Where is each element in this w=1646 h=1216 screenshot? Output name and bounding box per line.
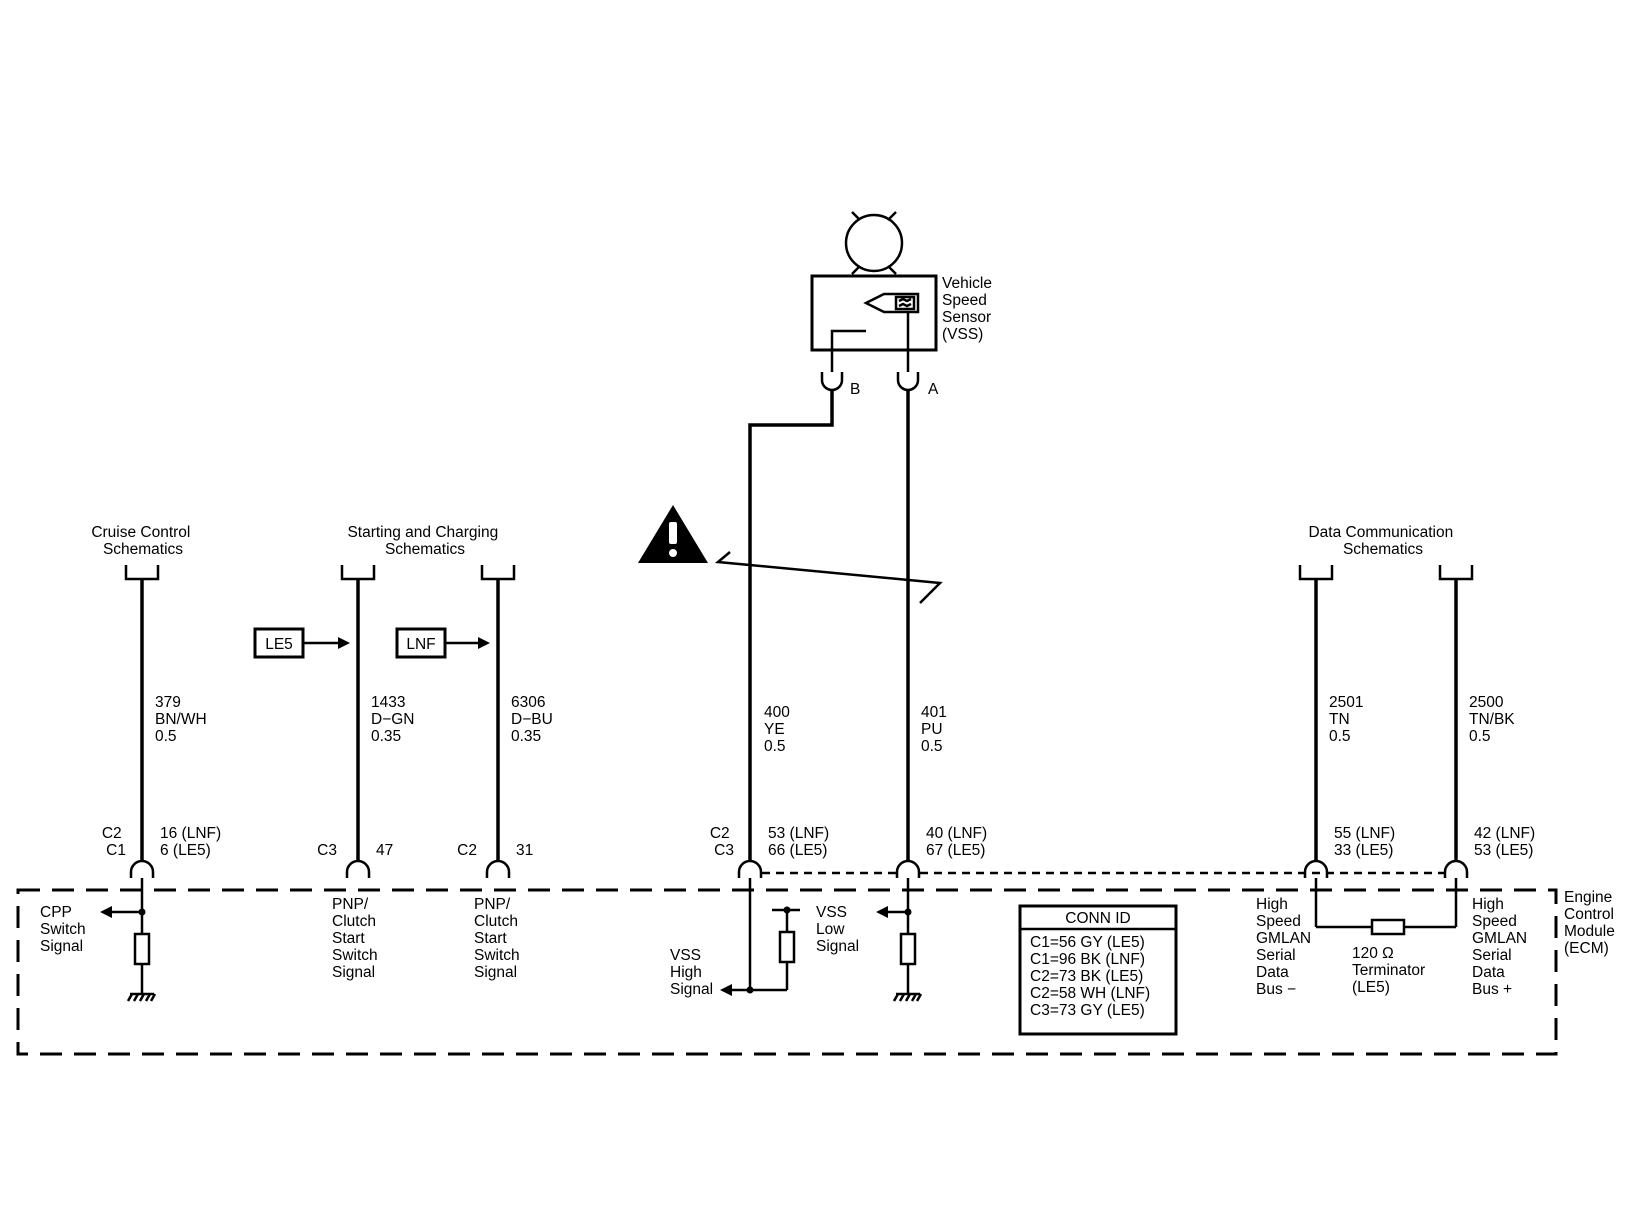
conn-id-table — [1018, 904, 1178, 1036]
vss-pin-a-label: A — [928, 381, 939, 398]
arrow-right-icon — [478, 637, 490, 649]
ref-bracket — [1298, 565, 1334, 581]
pnp-signal-label-1: PNP/ Clutch Start Switch Signal — [332, 896, 382, 981]
ref-data-communication: Data Communication Schematics — [1308, 524, 1457, 558]
ref-bracket — [1438, 565, 1474, 581]
wire-379-label: 379 BN/WH 0.5 — [155, 694, 211, 745]
wire-401-label: 401 PU 0.5 — [921, 704, 951, 755]
wire-400 — [748, 390, 834, 862]
vss-low-internal-circuit — [876, 878, 917, 994]
pnp1-pin: 47 — [376, 842, 393, 859]
wire-400-label: 400 YE 0.5 — [764, 704, 794, 755]
cpp-internal-circuit — [100, 878, 151, 994]
wire-6306-label: 6306 D−BU 0.35 — [511, 694, 557, 745]
gmlan-terminator-circuit — [1314, 878, 1458, 936]
bus-plus-pins: 42 (LNF) 53 (LE5) — [1474, 825, 1539, 859]
bus-minus-pins: 55 (LNF) 33 (LE5) — [1334, 825, 1399, 859]
option-le5: LE5 — [265, 636, 293, 653]
vss-pin-b-terminal — [820, 372, 844, 392]
pnp1-connector: C3 — [317, 842, 337, 859]
vss-high-internal-circuit — [720, 878, 800, 996]
vss-pin-a-terminal — [896, 372, 920, 392]
option-lnf-box — [395, 627, 447, 659]
cpp-pins: 16 (LNF) 6 (LE5) — [160, 825, 225, 859]
vss-element-icon — [830, 292, 920, 372]
pnp2-connector: C2 — [457, 842, 477, 859]
wire-2501-label: 2501 TN 0.5 — [1329, 694, 1368, 745]
ground-icon — [126, 992, 157, 1002]
terminator-label: 120 Ω Terminator (LE5) — [1352, 945, 1430, 996]
vss-high-connector: C2 C3 — [710, 825, 734, 859]
ecm-terminals — [129, 859, 1469, 878]
vss-name: Vehicle Speed Sensor (VSS) — [942, 275, 996, 343]
ground-icon — [892, 992, 923, 1002]
ecm-name: Engine Control Module (ECM) — [1564, 889, 1619, 957]
ecm-boundary — [16, 888, 1558, 1056]
vss-pin-b-label: B — [850, 381, 860, 398]
ref-cruise-control: Cruise Control Schematics — [91, 524, 194, 558]
pnp-signal-label-2: PNP/ Clutch Start Switch Signal — [474, 896, 524, 981]
ref-bracket — [124, 565, 160, 581]
ref-bracket — [340, 565, 376, 581]
arrow-right-icon — [338, 637, 350, 649]
cpp-signal-label: CPP Switch Signal — [40, 904, 90, 955]
vss-high-signal-label: VSS High Signal — [670, 947, 713, 998]
bus-plus-label: High Speed GMLAN Serial Data Bus + — [1472, 896, 1531, 998]
pnp2-pin: 31 — [516, 842, 533, 859]
ref-bracket — [480, 565, 516, 581]
vss-low-signal-label: VSS Low Signal — [816, 904, 859, 955]
twisted-pair-symbol — [714, 551, 943, 604]
option-lnf: LNF — [406, 636, 435, 653]
caution-icon — [638, 505, 708, 563]
vss-high-pins: 53 (LNF) 66 (LE5) — [768, 825, 833, 859]
wire-2500-label: 2500 TN/BK 0.5 — [1469, 694, 1519, 745]
cpp-connector: C2 C1 — [102, 825, 126, 859]
vss-low-pins: 40 (LNF) 67 (LE5) — [926, 825, 991, 859]
wire-1433-label: 1433 D−GN 0.35 — [371, 694, 419, 745]
option-le5-box — [253, 627, 305, 659]
vss-sensor-icon — [844, 211, 904, 275]
bus-minus-label: High Speed GMLAN Serial Data Bus − — [1256, 896, 1315, 998]
conn-id-rows: C1=56 GY (LE5) C1=96 BK (LNF) C2=73 BK (… — [1030, 934, 1154, 1019]
conn-id-title: CONN ID — [1065, 910, 1130, 927]
ref-starting-charging: Starting and Charging Schematics — [347, 524, 502, 558]
